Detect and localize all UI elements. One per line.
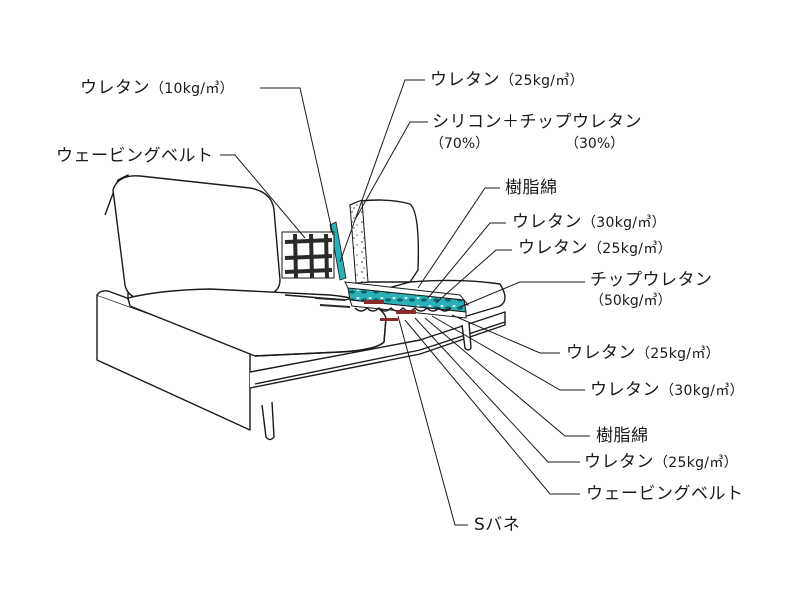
label-spec: （25kg/㎥）	[636, 346, 720, 362]
leader-s-spring	[397, 315, 468, 526]
label-silicone-chip: シリコン＋チップウレタン	[432, 112, 642, 132]
label-spec: （25kg/㎥）	[654, 455, 738, 471]
leader-webbing-seat	[404, 319, 580, 495]
label-name: ウレタン	[566, 343, 636, 363]
label-name: チップウレタン	[590, 270, 713, 290]
leader-urethane-low-30	[431, 315, 585, 391]
base-rail	[249, 311, 506, 389]
label-ratio-chip: （30%）	[565, 136, 625, 152]
label-spec: （25kg/㎥）	[500, 73, 584, 89]
label-name: ウレタン	[518, 238, 588, 258]
back-cushion-cutaway	[329, 199, 369, 284]
label-name: ウェービングベルト	[56, 146, 214, 166]
label-s-spring: Sバネ	[474, 515, 520, 535]
leader-urethane-seat-25	[435, 249, 512, 304]
label-name: 樹脂綿	[505, 178, 558, 198]
leader-lines	[220, 79, 590, 526]
leader-urethane-arm-25	[339, 79, 425, 263]
leader-chip-urethane	[459, 281, 585, 308]
label-urethane-bottom-25: ウレタン（25kg/㎥）	[584, 452, 738, 473]
leader-urethane-low-25	[451, 314, 560, 354]
label-spec: （30kg/㎥）	[582, 215, 666, 231]
label-fiber-low: 樹脂綿	[596, 426, 649, 446]
seat-webbing	[314, 297, 351, 308]
label-name: ウレタン	[80, 78, 150, 98]
leader-silicone-chip	[355, 121, 428, 219]
s-spring	[354, 307, 452, 312]
label-fiber-top: 樹脂綿	[505, 178, 558, 198]
leader-urethane-seat-30	[427, 222, 506, 299]
label-urethane-seat-30: ウレタン（30kg/㎥）	[512, 212, 666, 233]
label-urethane-arm-25: ウレタン（25kg/㎥）	[430, 70, 584, 91]
spring-bar-2	[396, 310, 416, 314]
spring-bar-1	[364, 300, 384, 304]
label-chip-urethane: チップウレタン	[590, 270, 713, 290]
label-spec: （30kg/㎥）	[660, 383, 744, 399]
label-name: ウェービングベルト	[586, 484, 744, 504]
label-name: ウレタン	[590, 380, 660, 400]
back-cushion-right	[349, 199, 419, 283]
back-cushion-left	[112, 175, 281, 301]
leader-fiber-low	[424, 317, 590, 437]
label-name: ウレタン	[584, 452, 654, 472]
label-ratio-silicone: （70%）	[430, 136, 490, 152]
leader-fiber-top	[417, 187, 500, 289]
seat-cutaway	[314, 281, 470, 321]
label-chip-urethane-spec: （50kg/㎥）	[590, 293, 672, 309]
label-spec: （25kg/㎥）	[588, 241, 672, 257]
spring-bar-3	[380, 318, 398, 321]
label-name: 樹脂綿	[596, 426, 649, 446]
label-spec: （10kg/㎥）	[150, 81, 234, 97]
leader-webbing-back	[220, 154, 306, 239]
leader-urethane-back-10	[260, 87, 334, 236]
label-name: ウレタン	[430, 70, 500, 90]
leader-urethane-bottom-25	[414, 317, 580, 463]
label-urethane-low-25: ウレタン（25kg/㎥）	[566, 343, 720, 364]
label-webbing-back: ウェービングベルト	[56, 146, 214, 166]
label-name: シリコン＋チップウレタン	[432, 112, 642, 132]
label-webbing-seat: ウェービングベルト	[586, 484, 744, 504]
label-name: Sバネ	[474, 515, 521, 535]
label-urethane-low-30: ウレタン（30kg/㎥）	[590, 380, 744, 401]
back-webbing-belts	[281, 231, 335, 279]
leg-front	[261, 401, 275, 441]
label-urethane-seat-25: ウレタン（25kg/㎥）	[518, 238, 672, 259]
label-urethane-back-10: ウレタン（10kg/㎥）	[80, 78, 234, 99]
label-name: ウレタン	[512, 212, 582, 232]
seat-cushion-left-front	[254, 317, 387, 357]
